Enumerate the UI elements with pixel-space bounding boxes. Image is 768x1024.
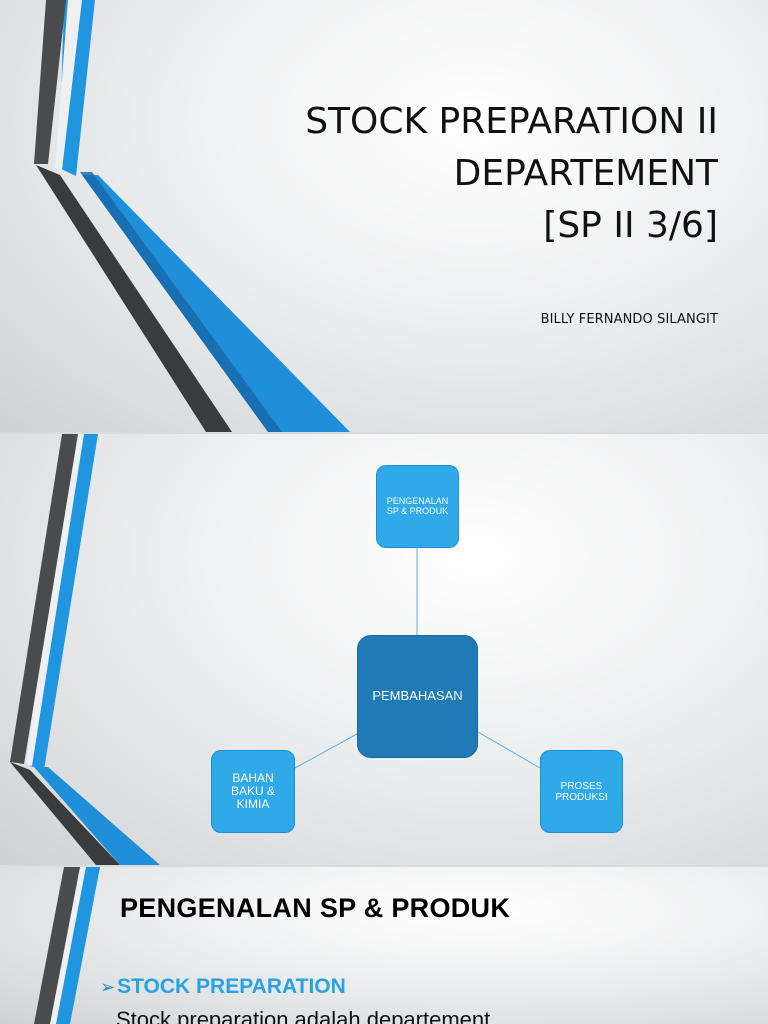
diagram-slide: PENGENALAN SP & PRODUK PEMBAHASAN BAHAN … [0,434,768,865]
slide-stripe-decoration [34,0,350,432]
node-center[interactable]: PEMBAHASAN [357,635,478,758]
title-line-2: DEPARTEMENT [453,153,718,194]
node-right-label: PROSES PRODUKSI [555,780,608,803]
title-line-3: [SP II 3/6] [543,205,718,246]
slide-stripe-decoration [10,434,160,865]
node-center-label: PEMBAHASAN [372,688,463,704]
node-right[interactable]: PROSES PRODUKSI [540,750,623,833]
author-name: BILLY FERNANDO SILANGIT [540,312,718,327]
node-top-label: PENGENALAN SP & PRODUK [386,495,449,516]
bullet-heading: STOCK PREPARATION [117,975,346,998]
node-left-label: BAHAN BAKU & KIMIA [230,770,275,812]
content-slide: PENGENALAN SP & PRODUK ➢ STOCK PREPARATI… [0,867,768,1024]
slide-title: PENGENALAN SP & PRODUK [120,893,511,923]
arrow-bullet-icon: ➢ [100,976,116,998]
bullet-item: ➢ STOCK PREPARATION [100,975,346,999]
node-left[interactable]: BAHAN BAKU & KIMIA [211,750,295,833]
node-top[interactable]: PENGENALAN SP & PRODUK [376,465,459,548]
diagram-connectors [294,548,541,769]
body-text: Stock preparation adalah departement [116,1007,491,1024]
title-line-1: STOCK PREPARATION II [305,101,718,142]
slide-stripe-decoration [34,867,100,1024]
slide-title: STOCK PREPARATION II DEPARTEMENT [SP II … [158,96,718,252]
title-slide: STOCK PREPARATION II DEPARTEMENT [SP II … [0,0,768,432]
